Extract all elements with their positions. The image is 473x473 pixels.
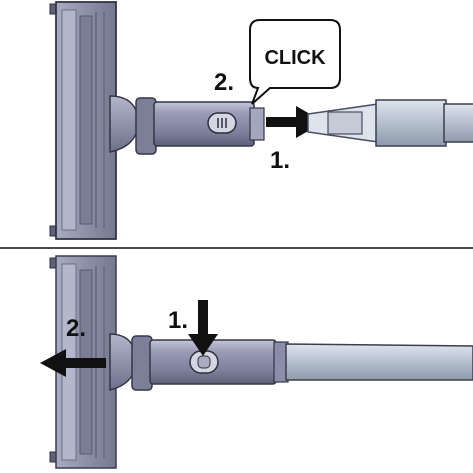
step-2-label-top: 2. [214,69,234,96]
wand-connector-top [307,99,473,147]
click-label: CLICK [264,47,326,69]
panel-top: CLICK 2. 1. [49,1,473,240]
step-1-label-top: 1. [270,147,290,174]
wand-bottom [273,341,473,383]
collar-top [135,97,157,155]
arrow-left-icon [40,349,106,377]
floor-nozzle-top [49,1,117,240]
speech-bubble-icon: CLICK [249,19,341,105]
tube-section-top [153,101,255,147]
step-1-label-bottom: 1. [168,307,188,334]
panel-bottom: 1. 2. [40,255,473,469]
collar-bottom [131,335,153,391]
step-2-label-bottom: 2. [66,315,86,342]
arrow-down-icon [188,300,218,356]
